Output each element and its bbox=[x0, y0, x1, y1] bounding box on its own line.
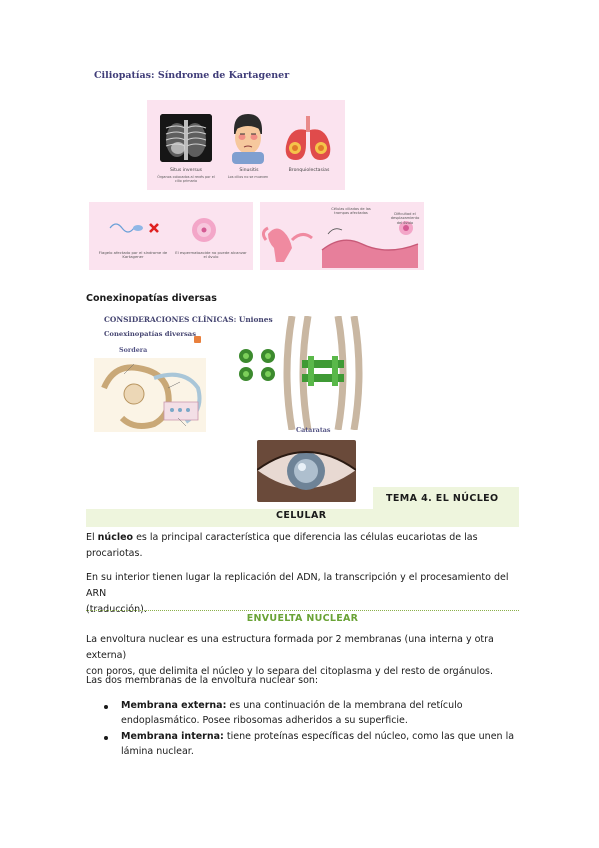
list-item-membrana-externa: Membrana externa: es una continuación de… bbox=[121, 700, 463, 726]
section-divider bbox=[86, 610, 519, 611]
chapter-heading-strip bbox=[86, 509, 519, 527]
cataratas-label: Cataratas bbox=[296, 426, 331, 434]
flagelo-label: Flagelo afectado por el síndrome de Kart… bbox=[98, 250, 168, 260]
situs-label: Situs inversus bbox=[169, 168, 203, 173]
chapter-title-line2: CELULAR bbox=[276, 510, 327, 521]
sordera-label: Sordera bbox=[119, 346, 148, 354]
chapter-title-line1: TEMA 4. EL NÚCLEO bbox=[386, 493, 499, 504]
section-title: ENVUELTA NUCLEAR bbox=[246, 613, 359, 624]
esperm-label: El espermatozoide no puede alcanzar el ó… bbox=[175, 250, 247, 260]
conexino-heading: Conexinopatías diversas bbox=[86, 293, 217, 304]
list-item-membrana-interna: Membrana interna: tiene proteínas especí… bbox=[121, 731, 515, 757]
dificultad-label: Dificultad el desplazamiento del óvulo bbox=[390, 212, 420, 225]
paragraph-3: La envoltura nuclear es una estructura f… bbox=[86, 634, 494, 677]
bullet-icon bbox=[104, 736, 108, 740]
sinusitis-face-icon bbox=[226, 112, 270, 164]
cataract-eye-image bbox=[257, 440, 356, 502]
paragraph-2: En su interior tienen lugar la replicaci… bbox=[86, 572, 509, 615]
nucleo-bold: núcleo bbox=[97, 532, 134, 543]
conexino-slide-sub: Conexinopatías diversas bbox=[104, 330, 197, 338]
sperm-diagram bbox=[108, 216, 248, 250]
slide-marker-icon bbox=[194, 336, 201, 343]
kartagener-panel-sperm bbox=[89, 202, 253, 270]
inner-ear-diagram bbox=[94, 358, 206, 432]
lungs-icon bbox=[280, 114, 336, 164]
kartagener-title: Ciliopatías: Síndrome de Kartagener bbox=[94, 70, 290, 81]
conexino-slide-title: CONSIDERACIONES CLÍNICAS: Uniones bbox=[104, 315, 273, 324]
gap-junction-diagram bbox=[282, 315, 364, 431]
uterus-diagram bbox=[261, 214, 422, 268]
bronq-label: Bronquiolectasias bbox=[288, 168, 330, 173]
celulas-label: Células ciliadas de las trompas afectada… bbox=[331, 207, 371, 216]
connexin-structure-icon bbox=[236, 342, 280, 386]
sinusitis-sub: Los cilios no se mueven bbox=[227, 175, 269, 179]
bullet-icon bbox=[104, 705, 108, 709]
situs-sub: Órganos colocados al revés por el cilio … bbox=[157, 175, 215, 184]
sinusitis-label: Sinusitis bbox=[239, 168, 259, 173]
paragraph-4: Las dos membranas de la envoltura nuclea… bbox=[86, 675, 319, 686]
paragraph-1: El núcleo es la principal característica… bbox=[86, 532, 478, 559]
chest-xray-image bbox=[160, 114, 212, 162]
